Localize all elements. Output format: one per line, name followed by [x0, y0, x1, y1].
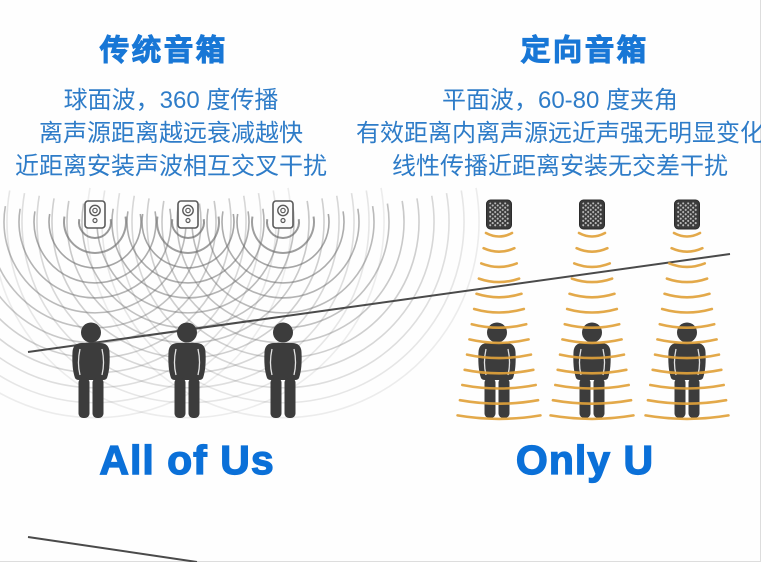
right-desc-line-2: 有效距离内离声源远近声强无明显变化	[356, 120, 761, 147]
right-panel-description: 平面波，60-80 度夹角 有效距离内离声源远近声强无明显变化 线性传播近距离安…	[356, 84, 761, 183]
person-silhouette	[263, 321, 303, 419]
diagonal-separator-line	[27, 253, 731, 353]
traditional-speaker-icon	[177, 200, 199, 229]
traditional-speaker-icon	[84, 200, 106, 229]
directional-speaker-icon	[674, 199, 700, 230]
left-panel-title: 传统音箱	[99, 34, 229, 67]
directional-speaker-icon	[579, 199, 605, 230]
right-desc-line-1: 平面波，60-80 度夹角	[441, 87, 679, 114]
left-desc-line-1: 球面波，360 度传播	[63, 87, 279, 114]
bottom-corner-line	[27, 536, 198, 562]
directional-beam-waves	[456, 231, 730, 421]
right-caption: Only U	[515, 436, 655, 483]
left-desc-line-3: 近距离安装声波相互交叉干扰	[15, 153, 327, 180]
left-panel-description: 球面波，360 度传播 离声源距离越远衰减越快 近距离安装声波相互交叉干扰	[15, 84, 327, 183]
traditional-speaker-icon	[272, 200, 294, 229]
spherical-wave-ripples	[0, 187, 480, 419]
person-silhouette	[71, 321, 111, 419]
right-panel-title: 定向音箱	[520, 34, 650, 67]
directional-speaker-icon	[486, 199, 512, 230]
left-caption: All of Us	[99, 436, 275, 483]
left-desc-line-2: 离声源距离越远衰减越快	[39, 120, 303, 147]
person-silhouette	[167, 321, 207, 419]
right-desc-line-3: 线性传播近距离安装无交差干扰	[392, 153, 728, 180]
